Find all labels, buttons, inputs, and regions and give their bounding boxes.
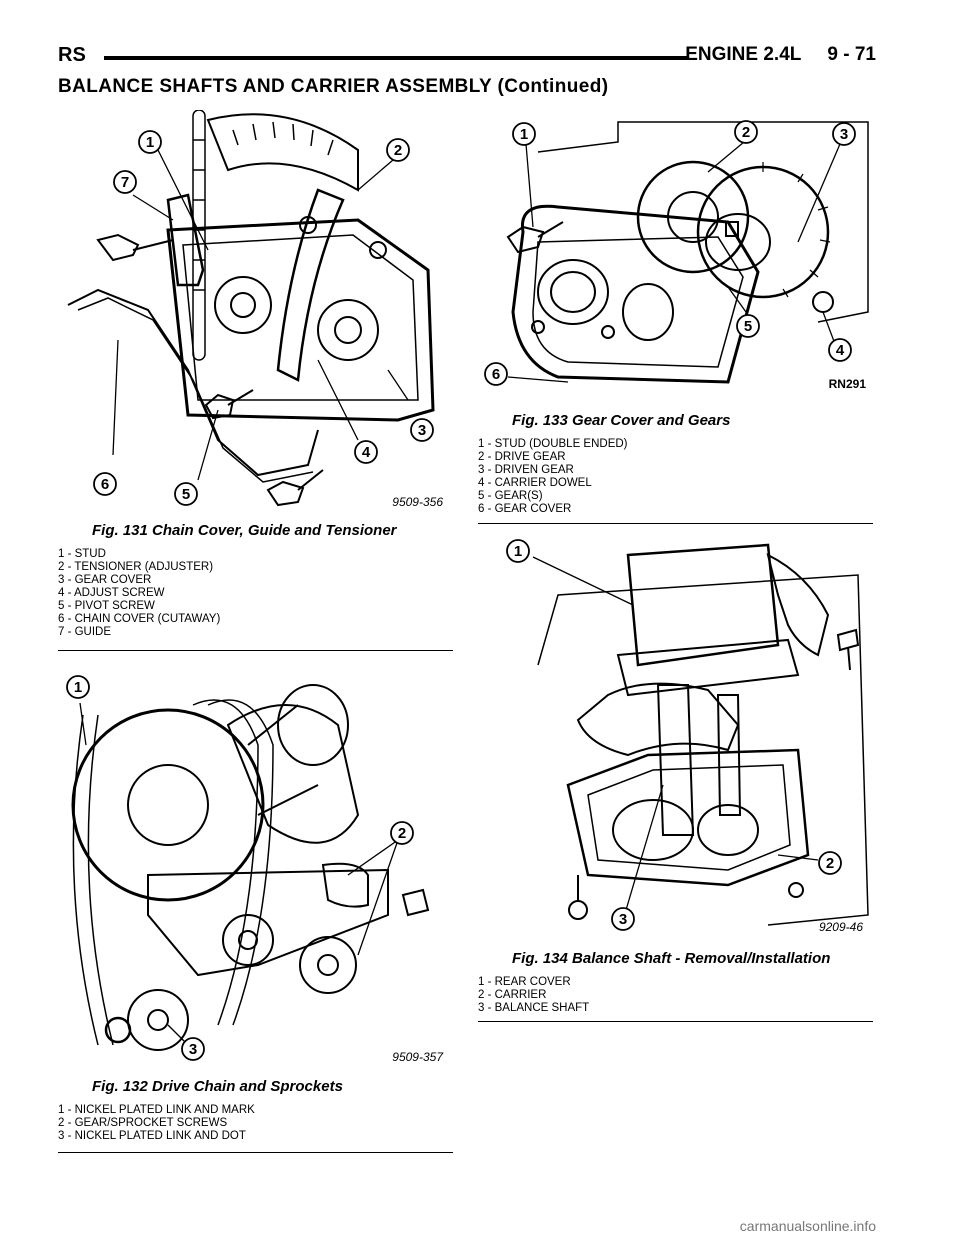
figure-131-illustration: 1 2 3 4 5 6 7 9509-356 <box>58 110 450 515</box>
fig-134-caption: Fig. 134 Balance Shaft - Removal/Install… <box>512 950 831 967</box>
fig-131-legend: 1 - STUD 2 - TENSIONER (ADJUSTER) 3 - GE… <box>58 548 220 639</box>
legend-item: 3 - DRIVEN GEAR <box>478 464 574 476</box>
figure-133-illustration: 1 2 3 4 5 6 RN291 <box>478 112 870 402</box>
callout-134-1: 1 <box>514 543 522 560</box>
figure-divider <box>58 650 453 651</box>
legend-item: 1 - STUD <box>58 548 106 560</box>
legend-item: 4 - CARRIER DOWEL <box>478 477 592 489</box>
callout-132-2: 2 <box>398 825 406 842</box>
legend-item: 2 - DRIVE GEAR <box>478 451 566 463</box>
fig-132-legend: 1 - NICKEL PLATED LINK AND MARK 2 - GEAR… <box>58 1104 255 1143</box>
fig-131-caption: Fig. 131 Chain Cover, Guide and Tensione… <box>92 522 397 539</box>
callout-133-4: 4 <box>836 342 845 359</box>
fig-134-code: 9209-46 <box>819 920 863 934</box>
figure-132-illustration: 1 2 3 9509-357 <box>58 665 450 1070</box>
legend-item: 2 - GEAR/SPROCKET SCREWS <box>58 1117 228 1129</box>
callout-134-3: 3 <box>619 911 627 928</box>
header-section-code: RS <box>58 44 86 66</box>
fig-131-code: 9509-356 <box>392 495 443 509</box>
legend-item: 5 - GEAR(S) <box>478 490 543 502</box>
legend-item: 1 - STUD (DOUBLE ENDED) <box>478 438 628 450</box>
figure-divider <box>478 1021 873 1022</box>
legend-item: 2 - TENSIONER (ADJUSTER) <box>58 561 214 573</box>
figure-134-illustration: 1 2 3 9209-46 <box>478 535 870 940</box>
callout-131-1: 1 <box>146 134 154 151</box>
callout-132-3: 3 <box>189 1041 197 1058</box>
fig-132-code: 9509-357 <box>392 1050 444 1064</box>
fig-133-caption: Fig. 133 Gear Cover and Gears <box>512 412 731 429</box>
legend-item: 1 - NICKEL PLATED LINK AND MARK <box>58 1104 255 1116</box>
callout-132-1: 1 <box>74 679 82 696</box>
figure-divider <box>58 1152 453 1153</box>
figure-divider <box>478 523 873 524</box>
watermark-link[interactable]: carmanualsonline.info <box>739 1218 876 1234</box>
callout-131-7: 7 <box>121 174 129 191</box>
legend-item: 6 - CHAIN COVER (CUTAWAY) <box>58 613 221 625</box>
section-title: BALANCE SHAFTS AND CARRIER ASSEMBLY (Con… <box>58 76 609 97</box>
fig-134-legend: 1 - REAR COVER 2 - CARRIER 3 - BALANCE S… <box>478 976 589 1015</box>
fig-133-code: RN291 <box>829 377 867 391</box>
callout-131-3: 3 <box>418 422 426 439</box>
header-page-ref: ENGINE 2.4L 9 - 71 <box>685 44 876 65</box>
callout-133-2: 2 <box>742 124 750 141</box>
legend-item: 6 - GEAR COVER <box>478 503 572 515</box>
legend-item: 1 - REAR COVER <box>478 976 571 988</box>
callout-134-2: 2 <box>826 855 834 872</box>
legend-item: 3 - GEAR COVER <box>58 574 152 586</box>
legend-item: 5 - PIVOT SCREW <box>58 600 155 612</box>
callout-133-1: 1 <box>520 126 528 143</box>
fig-132-caption: Fig. 132 Drive Chain and Sprockets <box>92 1078 343 1095</box>
callout-131-4: 4 <box>362 444 371 461</box>
callout-131-5: 5 <box>182 486 190 503</box>
callout-131-6: 6 <box>101 476 109 493</box>
callout-133-6: 6 <box>492 366 500 383</box>
legend-item: 7 - GUIDE <box>58 626 112 638</box>
legend-item: 3 - BALANCE SHAFT <box>478 1002 590 1014</box>
callout-131-2: 2 <box>394 142 402 159</box>
header-rule <box>104 56 689 60</box>
fig-133-legend: 1 - STUD (DOUBLE ENDED) 2 - DRIVE GEAR 3… <box>478 438 628 516</box>
callout-133-5: 5 <box>744 318 752 335</box>
legend-item: 3 - NICKEL PLATED LINK AND DOT <box>58 1130 246 1142</box>
legend-item: 2 - CARRIER <box>478 989 547 1001</box>
callout-133-3: 3 <box>840 126 848 143</box>
legend-item: 4 - ADJUST SCREW <box>58 587 165 599</box>
